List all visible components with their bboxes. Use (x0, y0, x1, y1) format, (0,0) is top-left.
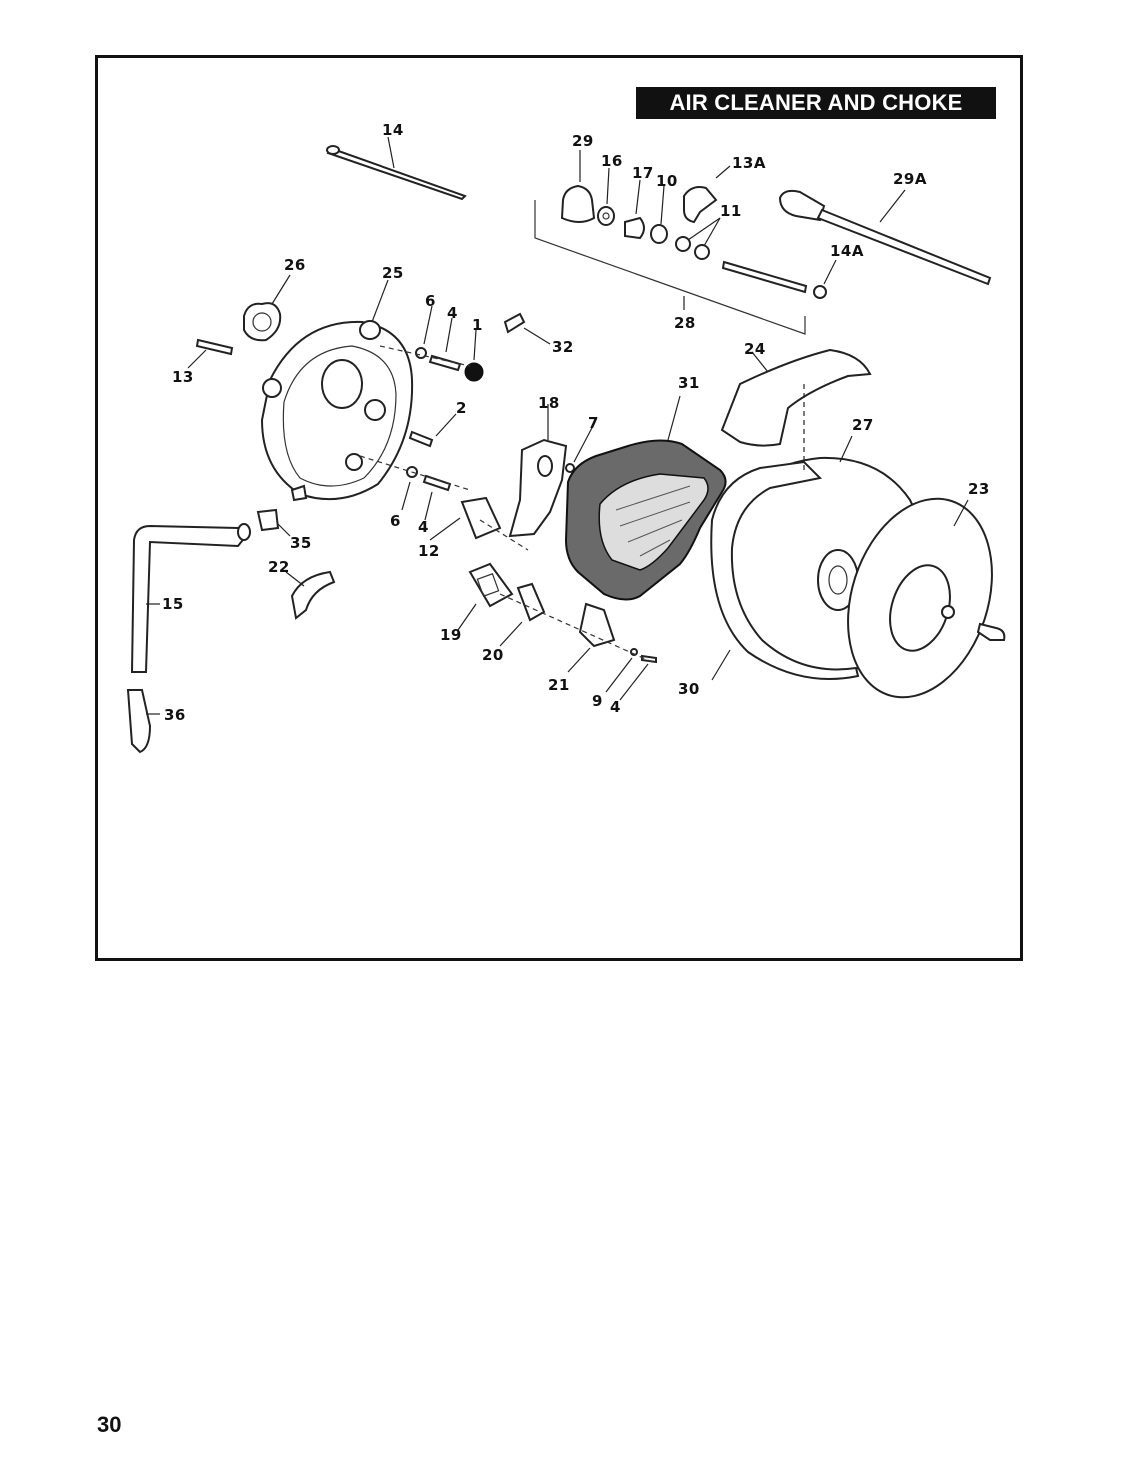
callout-22: 25 (382, 264, 404, 282)
callout-19: 19 (440, 626, 462, 644)
part-22-backplate (260, 279, 414, 502)
hoses-group (126, 508, 336, 754)
callout-17: 17 (632, 164, 654, 182)
callout-4-bottom: 4 (610, 698, 621, 716)
part-23-gasket (187, 274, 291, 369)
callout-36: 36 (164, 706, 186, 724)
callout-labels: 14 29 16 17 10 13A 11 29A 14A 28 26 25 6… (162, 121, 990, 724)
callout-29: 29 (572, 132, 594, 150)
callout-4-lower: 4 (418, 518, 429, 536)
callout-7: 7 (588, 414, 599, 432)
diagram-title: AIR CLEANER AND CHOKE (636, 87, 996, 119)
callout-1: 1 (472, 316, 483, 334)
callout-15: 15 (162, 595, 184, 613)
callout-14a: 14A (830, 242, 864, 260)
callout-13a: 13A (732, 154, 766, 172)
callout-24: 24 (744, 340, 766, 358)
callout-14: 14 (382, 121, 404, 139)
callout-26: 23 (968, 480, 990, 498)
lower-hardware-group (457, 562, 657, 701)
part-29a-choke-cable (721, 189, 992, 299)
callout-11: 11 (720, 202, 742, 220)
callout-35: 35 (290, 534, 312, 552)
callout-32: 32 (552, 338, 574, 356)
callout-23: 26 (284, 256, 306, 274)
callout-10: 10 (656, 172, 678, 190)
callout-12: 12 (418, 542, 440, 560)
callout-18: 18 (538, 394, 560, 412)
callout-9: 9 (592, 692, 603, 710)
callout-25: 22 (268, 558, 290, 576)
callout-13: 13 (172, 368, 194, 386)
part-26-cover-ring (847, 497, 1006, 699)
hardware-upper (379, 305, 551, 448)
part-31-filter-element (564, 395, 727, 601)
callout-2: 2 (456, 399, 467, 417)
callout-31: 31 (678, 374, 700, 392)
part-14-tie-strap (326, 136, 467, 201)
callout-30: 30 (678, 680, 700, 698)
callout-21: 21 (548, 676, 570, 694)
part-18-bracket (429, 404, 595, 551)
callout-20: 20 (482, 646, 504, 664)
choke-knob-group (534, 150, 806, 335)
callout-6-upper: 6 (425, 292, 436, 310)
callout-28: 28 (674, 314, 696, 332)
callout-6-lower: 6 (390, 512, 401, 530)
callout-16: 16 (601, 152, 623, 170)
hardware-lower (359, 455, 471, 521)
callout-4-upper: 4 (447, 304, 458, 322)
callout-27: 27 (852, 416, 874, 434)
callout-29a: 29A (893, 170, 927, 188)
part-24-decal (720, 348, 872, 447)
page-number: 30 (97, 1412, 122, 1437)
